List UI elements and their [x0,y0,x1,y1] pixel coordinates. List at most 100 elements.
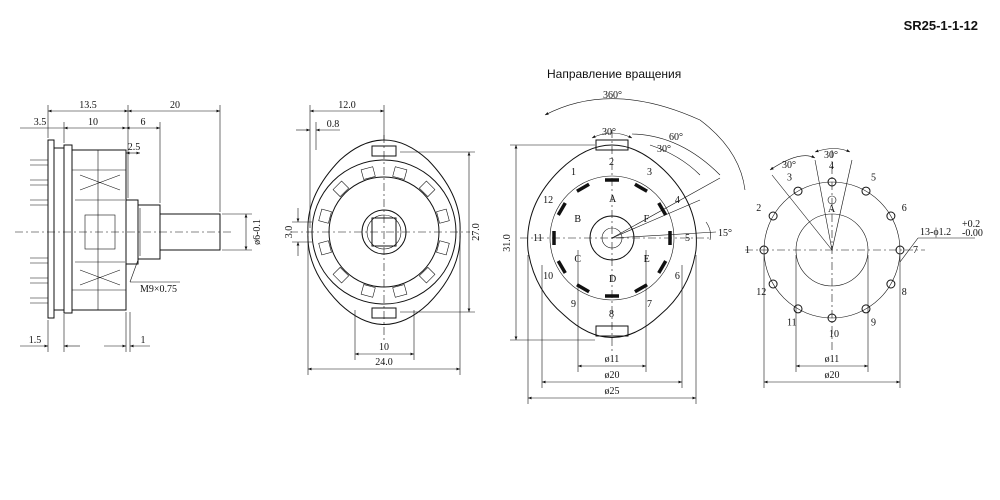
rear-pin-number: 3 [647,167,652,178]
pcb-pin-number: 6 [902,203,907,214]
pole-letter: A [609,194,617,205]
pcb-center-letter: A [828,204,836,215]
dim-side-3-5: 3.5 [34,117,47,128]
pole-letter: B [574,214,581,225]
pcb-hole [895,245,905,255]
rear-pin-number: 9 [571,299,576,310]
dim-front-12: 12.0 [338,100,356,111]
angle-rear-60: 60° [669,132,683,143]
front-slot [360,166,376,180]
rear-contact-segment [634,283,648,294]
dim-side-1: 1 [141,335,146,346]
rotation-direction-label: Направление вращения [547,67,681,81]
dim-side-10: 10 [88,117,98,128]
rear-pin-number: 1 [571,167,576,178]
pcb-pin-number: 12 [756,287,766,298]
rear-pin-number: 5 [685,233,690,244]
pcb-pin-number: 10 [829,329,839,340]
pole-letter: F [644,214,650,225]
pcb-hole [793,304,803,314]
dim-pcb-d11: ø11 [825,354,840,365]
dim-side-6: 6 [141,117,146,128]
rear-contact-segment [657,260,668,274]
pcb-pin-number: 3 [787,172,792,183]
pcb-pin-number: 4 [829,161,834,172]
dim-rear-31: 31.0 [502,234,513,252]
pcb-hole [886,279,896,289]
rear-pin-number: 10 [543,271,553,282]
front-slot [418,180,436,198]
pcb-hole [827,313,837,323]
pcb-pin-number: 9 [871,318,876,329]
angle-rear-15: 15° [718,228,732,239]
pcb-hole-tol-minus: -0.00 [962,228,983,239]
dim-side-20: 20 [170,100,180,111]
dim-side-1-5: 1.5 [29,335,42,346]
rear-pin-number: 6 [675,271,680,282]
dim-front-27: 27.0 [471,223,482,241]
pcb-pin-number: 7 [913,245,918,256]
dim-pcb-d20: ø20 [825,370,840,381]
rear-pin-number: 11 [533,233,543,244]
dim-rear-d20: ø20 [605,370,620,381]
angle-rear-30a: 30° [602,127,616,138]
side-view: 13.5 20 3.5 10 6 2.5 ø6-0.1 M9×0.75 1.5 … [15,100,263,352]
front-slot [392,166,408,180]
dim-side-13-5: 13.5 [79,100,97,111]
front-slot [436,240,450,256]
rear-pin-number: 12 [543,195,553,206]
pcb-hole [793,186,803,196]
pcb-hole [827,177,837,187]
rear-contact-segment [576,283,590,294]
pcb-hole [759,245,769,255]
pcb-pin-number: 1 [745,245,750,256]
pcb-hole-tol-plus: +0.2 [962,219,980,230]
pole-letter: D [609,274,616,285]
dim-front-3: 3.0 [284,226,295,239]
rear-pin-number: 8 [609,309,614,320]
angle-pcb-30b: 30° [824,150,838,161]
rear-contact-segment [556,260,567,274]
pcb-pin-number: 5 [871,172,876,183]
front-slot [332,180,350,198]
dim-front-24: 24.0 [375,357,393,368]
dim-side-2-5: 2.5 [128,142,141,153]
pcb-hole [886,211,896,221]
dim-front-10: 10 [379,342,389,353]
front-slot [318,208,332,224]
dim-side-shaft-dia: ø6-0.1 [252,219,263,245]
angle-pcb-30a: 30° [782,160,796,171]
part-number: SR25-1-1-12 [904,18,978,33]
pole-letter: E [644,254,650,265]
pcb-hole-spec: 13-ϕ1.2 [920,227,951,238]
front-slot [332,266,350,284]
rear-contact-segment [556,202,567,216]
pcb-hole [861,186,871,196]
rear-pin-number: 7 [647,299,652,310]
front-slot [418,266,436,284]
rear-contact-segment [634,182,648,193]
front-slot [360,284,376,298]
pcb-pin-number: 8 [902,287,907,298]
pcb-hole [768,279,778,289]
pcb-hole [861,304,871,314]
angle-rear-360: 360° [603,90,622,101]
front-slot [392,284,408,298]
dim-side-thread: M9×0.75 [140,284,177,295]
dim-rear-d25: ø25 [605,386,620,397]
rear-contact-segment [657,202,668,216]
rear-pin-number: 4 [675,195,680,206]
front-slot [436,208,450,224]
rear-pin-number: 2 [609,157,614,168]
rear-contact-segment [576,182,590,193]
angle-rear-30b: 30° [657,144,671,155]
pcb-hole [768,211,778,221]
pcb-pin-number: 11 [787,318,797,329]
dim-front-0-8: 0.8 [327,119,340,130]
pcb-pin-number: 2 [756,203,761,214]
front-view: 12.0 0.8 3.0 27.0 10 24.0 [284,100,482,375]
dim-rear-d11: ø11 [605,354,620,365]
